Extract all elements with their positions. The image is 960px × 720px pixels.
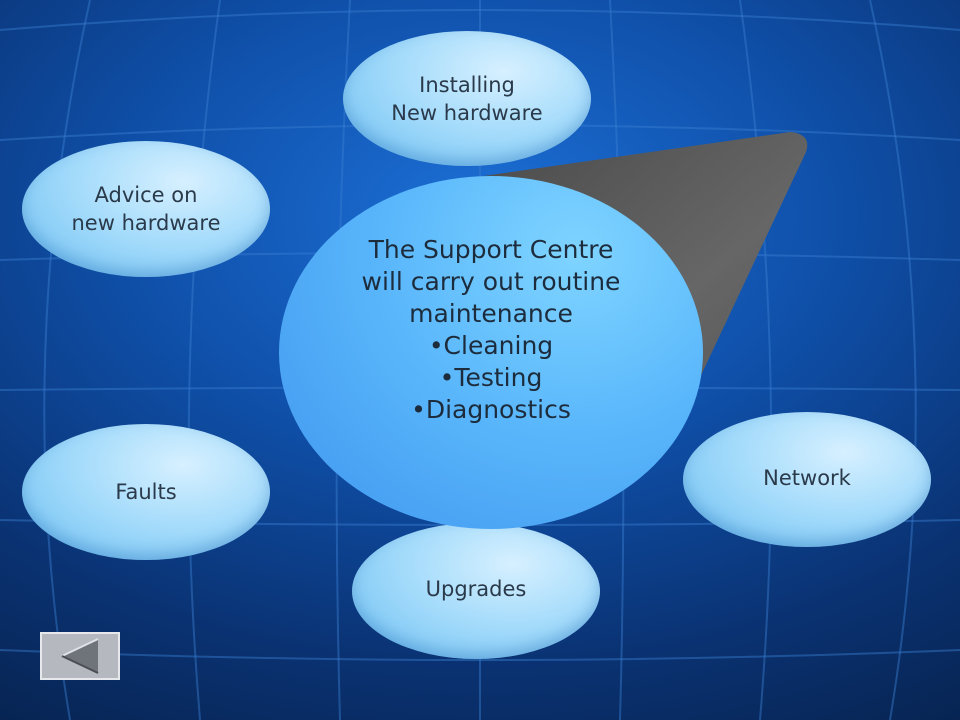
back-button[interactable] [40, 632, 120, 680]
back-arrow-icon [61, 638, 99, 674]
node-advice-on-new-hardware: Advice on new hardware [22, 141, 270, 277]
node-installing-line-1: Installing [419, 72, 515, 97]
node-upgrades: Upgrades [352, 523, 600, 659]
center-line-2: will carry out routine [361, 266, 621, 296]
node-network: Network [683, 412, 931, 547]
center-line-1: The Support Centre [368, 234, 614, 264]
node-installing-new-hardware: Installing New hardware [343, 31, 591, 166]
center-support-centre: The Support Centre will carry out routin… [279, 176, 703, 529]
center-bullet-cleaning: •Cleaning [428, 330, 554, 360]
center-bullet-testing: •Testing [439, 362, 543, 392]
node-advice-line-1: Advice on [94, 183, 198, 207]
center-line-3: maintenance [409, 298, 573, 328]
node-upgrades-label: Upgrades [425, 577, 527, 601]
node-faults: Faults [22, 424, 270, 560]
node-network-label: Network [763, 465, 851, 490]
node-installing-line-2: New hardware [391, 100, 543, 125]
node-advice-line-2: new hardware [71, 211, 221, 235]
node-faults-label: Faults [115, 480, 177, 504]
center-bullet-diagnostics: •Diagnostics [411, 394, 571, 424]
